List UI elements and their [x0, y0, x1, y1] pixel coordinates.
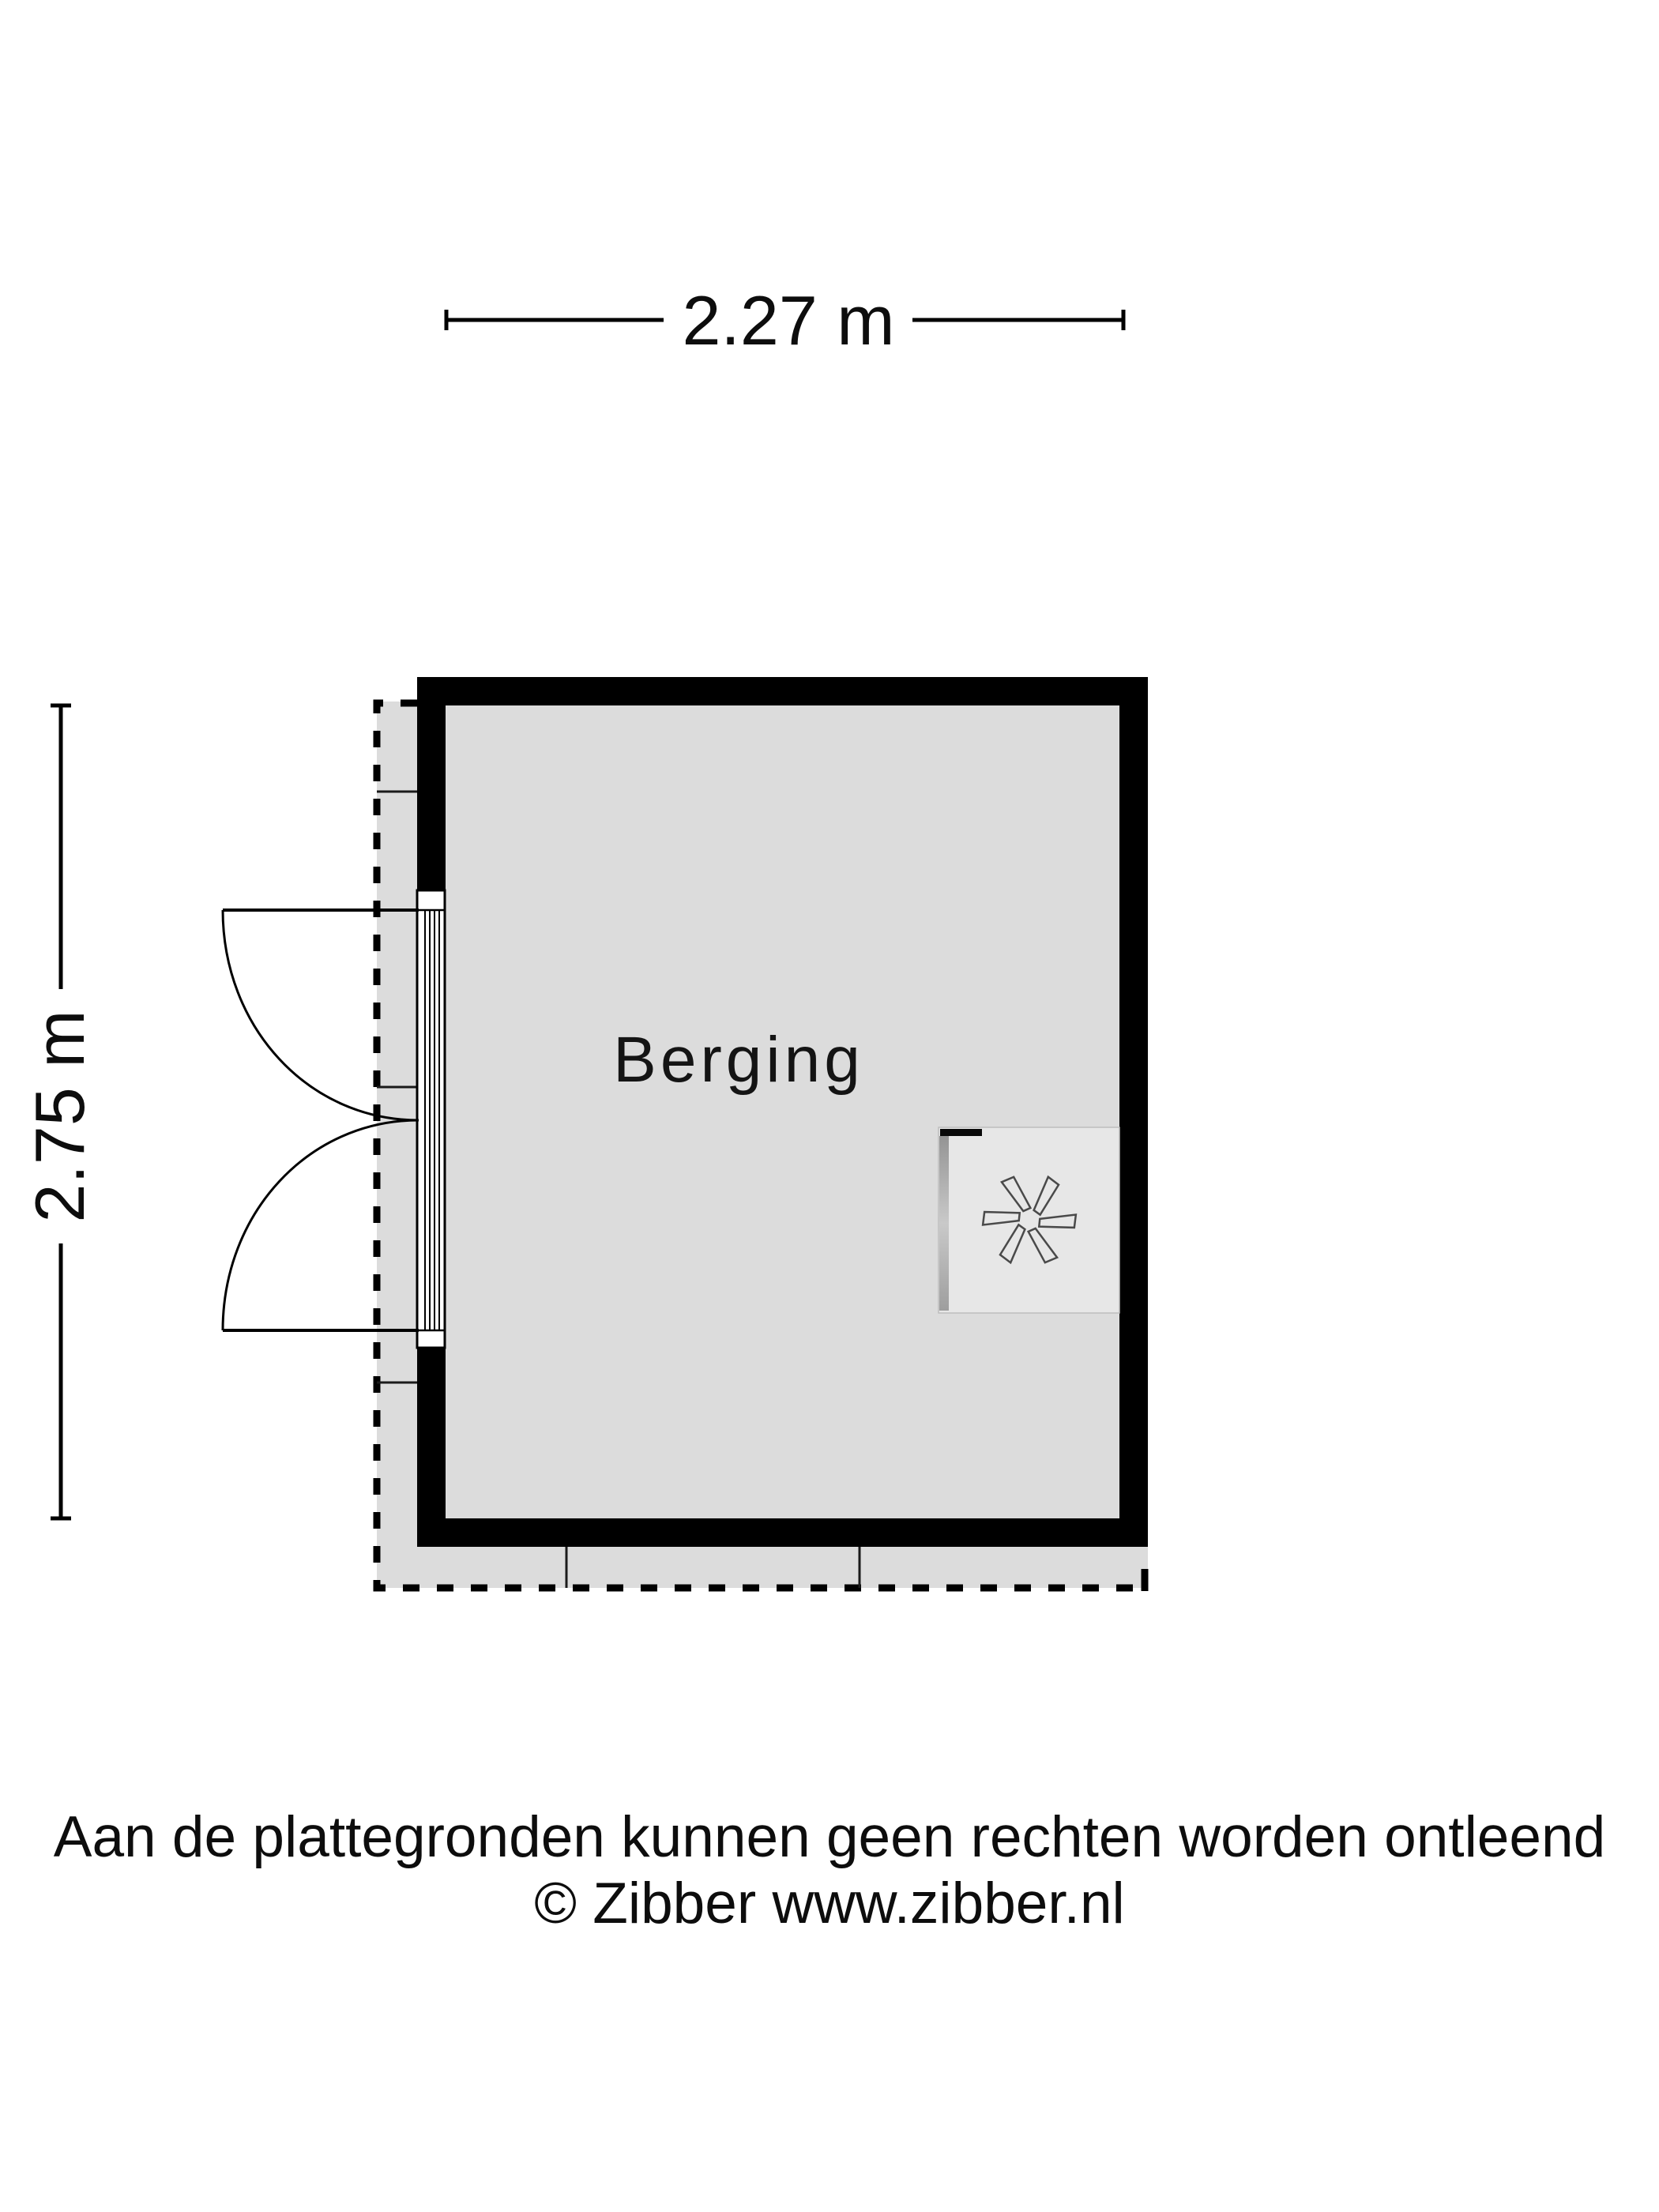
dim-width: [444, 310, 1126, 330]
wall-left-upper: [417, 677, 446, 890]
wall-right: [1119, 677, 1148, 1547]
boundary-dashed-line: [373, 699, 1144, 1592]
door-swing-arc-top: [221, 909, 419, 1122]
copyright-text: © Zibber www.zibber.nl: [534, 1872, 1125, 1936]
footer: Aan de plattegronden kunnen geen rechten…: [0, 1804, 1659, 1937]
fan-blade: [999, 1176, 1033, 1213]
fan-blade: [1037, 1213, 1078, 1229]
boundary-strip-left: [377, 702, 417, 1588]
boundary-strip-bottom: [377, 1547, 1148, 1588]
hvac-unit-side-bar: [939, 1136, 949, 1311]
fan-blade: [1026, 1227, 1059, 1264]
door-frame: [416, 889, 446, 1349]
fan-blade: [999, 1223, 1026, 1265]
wall-left-lower: [417, 1348, 446, 1547]
height-dimension-label: 2.75 m: [21, 1010, 99, 1223]
hvac-unit-top-bar: [940, 1129, 982, 1136]
room-floor: [446, 705, 1119, 1518]
room-label: Berging: [613, 1024, 864, 1096]
disclaimer-text: Aan de plattegronden kunnen geen rechten…: [53, 1805, 1606, 1869]
fan-blade: [1033, 1175, 1060, 1217]
wall-top: [417, 677, 1148, 705]
hvac-unit: [938, 1127, 1120, 1314]
width-dimension-label: 2.27 m: [682, 281, 895, 359]
door-swing-arc-bottom: [221, 1119, 419, 1331]
fan-icon: [981, 1175, 1078, 1265]
wall-bottom: [417, 1518, 1148, 1547]
dim-height: [51, 703, 71, 1521]
fan-blade: [981, 1210, 1021, 1226]
